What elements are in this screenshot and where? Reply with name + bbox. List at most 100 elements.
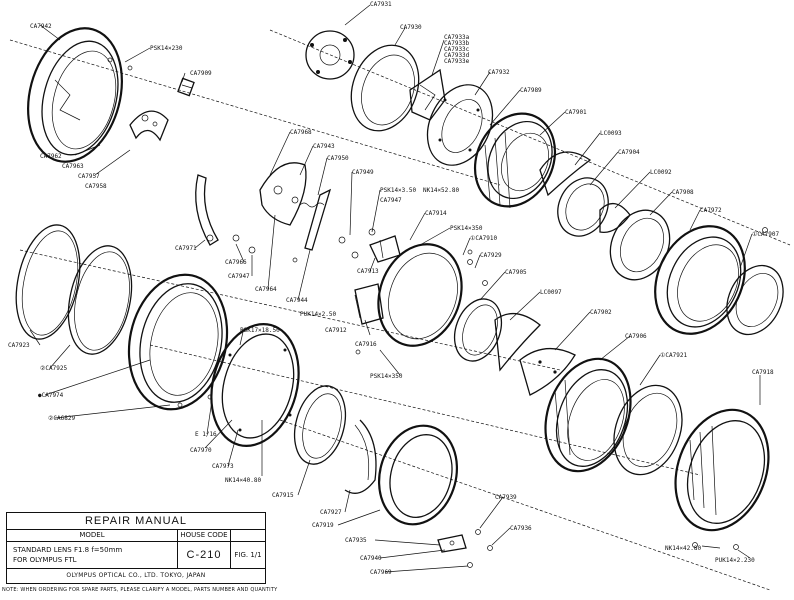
label-ca7933d: CA7933d <box>444 52 470 59</box>
label-ca7907: ①CA7907 <box>752 231 779 238</box>
ring-ca7923 <box>15 224 81 340</box>
label-ca7962: CA7962 <box>40 153 62 160</box>
label-ca7972: CA7972 <box>700 207 722 214</box>
title-block: REPAIR MANUAL MODEL HOUSE CODE STANDARD … <box>6 512 266 584</box>
label-ca7927: CA7927 <box>320 509 342 516</box>
ring-ca7905 <box>453 298 503 362</box>
label-ca7939: CA7939 <box>495 494 517 501</box>
house-code-header: HOUSE CODE <box>178 530 231 541</box>
fig-value: FIG. 1/1 <box>234 551 262 559</box>
aperture-ring <box>350 44 420 132</box>
label-ca7950: CA7950 <box>327 155 349 162</box>
label-nk14x52: NK14×52.80 <box>423 187 460 194</box>
footnote: NOTE: WHEN ORDERING FOR SPARE PARTS, PLE… <box>2 587 278 593</box>
label-ca7923: CA7923 <box>8 342 30 349</box>
fig-cell: FIG. 1/1 <box>231 542 265 568</box>
label-lc0097: LC0097 <box>540 289 562 296</box>
assembly-axes <box>9 29 791 591</box>
label-lc0093: LC0093 <box>600 130 622 137</box>
label-ca7915: CA7915 <box>272 492 294 499</box>
label-ca7966: CA7966 <box>225 259 247 266</box>
leader-lines <box>29 4 761 573</box>
company-name: OLYMPUS OPTICAL CO., LTD. TOKYO, JAPAN <box>66 572 206 579</box>
house-code-cell: C-210 <box>178 542 231 568</box>
label-ca7912: CA7912 <box>325 327 347 334</box>
label-ca7929: CA7929 <box>480 252 502 259</box>
label-ca7936: CA7936 <box>510 525 532 532</box>
spring-ca7943 <box>299 202 325 208</box>
latch-ca7940 <box>437 529 493 568</box>
rear-ring-ca7918 <box>674 408 770 532</box>
ring-ca7915 <box>293 385 347 465</box>
ring-ca7921 <box>613 384 683 476</box>
label-ca7933c: CA7933c <box>444 46 470 53</box>
label-ca7925: ②CA7925 <box>40 365 67 372</box>
helicoid-ca7970 <box>210 323 300 447</box>
label-ca7944: CA7944 <box>286 297 308 304</box>
label-ca7989: CA7989 <box>520 87 542 94</box>
ring-ca7908 <box>609 209 671 281</box>
label-ca7913: CA7913 <box>357 268 379 275</box>
label-psk14x350c: PSK14×350 <box>370 373 403 380</box>
title-block-header-row: MODEL HOUSE CODE <box>7 530 265 542</box>
label-ca7931: CA7931 <box>370 1 392 8</box>
house-code-value: C-210 <box>186 549 222 561</box>
label-ca7902: CA7902 <box>590 309 612 316</box>
label-ca7904: CA7904 <box>618 149 640 156</box>
misc-screws <box>107 57 768 550</box>
label-ca7958: CA7958 <box>85 183 107 190</box>
label-ca7935: CA7935 <box>345 537 367 544</box>
label-puk14x250: PUK14×2.50 <box>300 311 337 318</box>
ring-ca7972 <box>654 225 746 335</box>
label-psk14x350b: PSK14×350 <box>450 225 483 232</box>
label-ca7905: CA7905 <box>505 269 527 276</box>
label-lc0092: LC0092 <box>650 169 672 176</box>
ring-ca7904 <box>557 177 609 237</box>
label-ca7906: CA7906 <box>625 333 647 340</box>
label-ca7909: CA7909 <box>190 70 212 77</box>
label-ca7942: CA7942 <box>30 23 52 30</box>
label-ca7901: CA7901 <box>565 109 587 116</box>
ring-ca7907 <box>726 264 784 336</box>
label-ca7943: CA7943 <box>313 143 335 150</box>
label-ca7933b: CA7933b <box>444 40 470 47</box>
label-ca7932: CA7932 <box>488 69 510 76</box>
label-ca7914: CA7914 <box>425 210 447 217</box>
screws-cluster <box>232 228 488 286</box>
label-ca7908: CA7908 <box>672 189 694 196</box>
aperture-blades <box>409 68 446 121</box>
label-psk14x350: PSK14×3.50 <box>380 187 417 194</box>
label-ca7963: CA7963 <box>62 163 84 170</box>
label-nk14x40: NK14×40.80 <box>225 477 262 484</box>
label-ca7949: CA7949 <box>352 169 374 176</box>
fig-header-cell <box>231 530 265 541</box>
ring-ca7927 <box>344 419 377 494</box>
label-ca7918: CA7918 <box>752 369 774 376</box>
label-ca7916: CA7916 <box>355 341 377 348</box>
lever-ca7950 <box>304 188 332 251</box>
label-ca6829: ②CA6829 <box>48 415 75 422</box>
label-ca7974: ●CA7974 <box>38 392 64 399</box>
label-ca7910: ①CA7910 <box>470 235 497 242</box>
label-ca7947b: CA7947 <box>380 197 402 204</box>
bracket-part <box>177 77 195 97</box>
label-ca7968: CA7968 <box>290 129 312 136</box>
bracket-ca7916 <box>354 283 384 325</box>
label-ca7973: CA7973 <box>212 463 234 470</box>
label-ca7940: CA7940 <box>360 555 382 562</box>
label-ca7933a: CA7933a <box>444 34 470 41</box>
aperture-plate <box>305 30 355 80</box>
model-line-2: FOR OLYMPUS FTL <box>13 556 77 564</box>
title-block-data-row: STANDARD LENS F1.8 f=50mm FOR OLYMPUS FT… <box>7 542 265 569</box>
focus-ring-ca7974 <box>127 273 229 411</box>
label-ca7947: CA7947 <box>228 273 250 280</box>
lever-ca7971 <box>195 174 219 246</box>
label-ca7933e: CA7933e <box>444 58 470 65</box>
rear-lens-group-ca7906 <box>544 357 632 473</box>
model-cell: STANDARD LENS F1.8 f=50mm FOR OLYMPUS FT… <box>7 542 178 568</box>
label-ca7933-group: CA7933a CA7933b CA7933c CA7933d CA7933e <box>444 34 470 65</box>
mount-ca7919 <box>377 424 459 526</box>
label-ca7964: CA7964 <box>255 286 277 293</box>
model-header: MODEL <box>7 530 178 541</box>
